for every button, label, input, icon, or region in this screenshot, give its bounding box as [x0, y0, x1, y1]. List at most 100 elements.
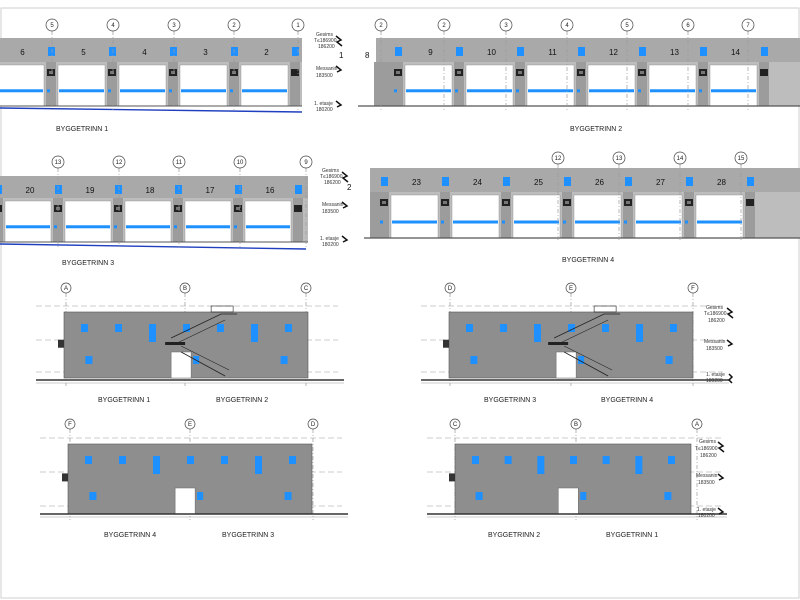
- level-gesims-label: Gesims: [706, 305, 723, 311]
- pier-window-band: [563, 220, 566, 224]
- grid-axis-label: 12: [116, 160, 123, 166]
- parapet-window: [292, 47, 299, 56]
- grid-axis-bubble: [551, 151, 565, 165]
- stair-railing-lower: [563, 345, 613, 371]
- facade-pier: [759, 62, 769, 106]
- pier-window-pane: [396, 71, 400, 74]
- pier-window-band: [638, 89, 641, 93]
- facade-pier: [113, 198, 123, 242]
- facade-pier: [745, 192, 755, 238]
- grid-axis-bubble: [741, 18, 755, 32]
- pier-window-band: [455, 89, 458, 93]
- facade-pier: [576, 62, 586, 106]
- grid-axis-bubble: [734, 151, 748, 165]
- parapet-window: [55, 185, 62, 194]
- side-vent: [443, 339, 449, 348]
- facade-pier: [393, 62, 403, 106]
- door-window-band: [528, 89, 573, 93]
- grid-axis-bubble: [172, 155, 186, 169]
- door-window-band: [575, 220, 620, 224]
- parapet-window: [456, 47, 463, 56]
- door-window-band: [392, 220, 437, 224]
- stair-landing: [548, 342, 569, 345]
- unit-number-label: 6: [20, 48, 25, 57]
- stair-railing-lower: [563, 351, 609, 377]
- level-messanin-val: 183500: [322, 209, 339, 215]
- grid-axis-bubble: [444, 282, 456, 294]
- pier-window-pane: [565, 201, 569, 204]
- level-gesims-label: Gesims: [322, 168, 339, 174]
- level-gesims-label: Gesims: [699, 439, 716, 445]
- upper-window: [570, 456, 577, 464]
- pier-window-band: [54, 225, 57, 229]
- tall-window: [534, 324, 541, 342]
- upper-window: [217, 324, 224, 332]
- level-messanin-label: Messanin: [316, 66, 338, 72]
- shutter-door: [404, 64, 453, 107]
- pier-window-band: [394, 89, 397, 93]
- parapet-window: [442, 177, 449, 186]
- grid-axis-bubble: [233, 155, 247, 169]
- tall-window: [149, 324, 156, 342]
- parapet-window: [625, 177, 632, 186]
- parapet-window: [503, 177, 510, 186]
- level-messanin-val: 183500: [316, 73, 333, 79]
- pier-window: [291, 69, 299, 76]
- level-marker-icon: [717, 473, 725, 481]
- upper-window: [668, 456, 675, 464]
- door-side-window: [197, 492, 204, 500]
- pier-window-pane: [110, 71, 114, 74]
- shutter-door: [240, 64, 289, 107]
- pier-window-band: [108, 89, 111, 93]
- upper-window: [602, 456, 610, 464]
- grid-axis-bubble: [570, 418, 582, 430]
- shutter-door: [451, 194, 500, 239]
- pier-window-pane: [626, 201, 630, 204]
- grid-axis-bubble: [673, 151, 687, 165]
- grid-axis-label: D: [311, 422, 316, 428]
- shutter-door: [526, 64, 575, 107]
- stair-landing: [165, 342, 186, 345]
- level-markers-d: Gesims T≤186900 186200 Messanin 183500 1…: [695, 439, 725, 519]
- shutter-door: [0, 64, 45, 107]
- pier-window-pane: [687, 201, 691, 204]
- parapet-window: [295, 185, 302, 194]
- grid-axis-bubble: [184, 418, 196, 430]
- level-marker-icon: [335, 65, 343, 73]
- grid-axis-bubble: [499, 18, 513, 32]
- grid-axis-label: 4: [111, 23, 115, 29]
- level-etasje-label: 1. etasje: [706, 372, 725, 378]
- parapet-window: [381, 177, 388, 186]
- facade-end-label: 8: [365, 51, 370, 60]
- grid-axis-bubble: [45, 18, 59, 32]
- pier-window-pane: [382, 201, 386, 204]
- shutter-door: [184, 200, 232, 243]
- level-marker-icon: [341, 201, 349, 209]
- facade-pier: [46, 62, 56, 106]
- pier-window-pane: [701, 71, 705, 74]
- grid-axis-bubble: [60, 282, 72, 294]
- grid-axis-label: B: [574, 422, 578, 428]
- lower-window: [280, 356, 288, 364]
- unit-number-label: 4: [142, 48, 147, 57]
- pier-window-pane: [457, 71, 461, 74]
- level-marker-icon: [717, 507, 725, 515]
- level-top-b: 186200: [318, 44, 335, 50]
- shutter-door: [118, 64, 167, 107]
- upper-window: [81, 324, 88, 332]
- lower-window: [470, 356, 478, 364]
- upper-window: [504, 456, 512, 464]
- unit-number-label: 27: [656, 178, 665, 187]
- parapet: [0, 38, 302, 62]
- parapet-window: [639, 47, 646, 56]
- caption-gable-2b: BYGGETRINN 3: [222, 532, 274, 539]
- level-etasje-val: 180200: [322, 242, 339, 248]
- grid-axis-label: 2: [379, 23, 383, 29]
- shutter-door: [64, 200, 112, 243]
- level-messanin-label: Messanin: [322, 202, 344, 208]
- level-gesims-label: Gesims: [316, 32, 333, 38]
- unit-number-label: 14: [731, 48, 740, 57]
